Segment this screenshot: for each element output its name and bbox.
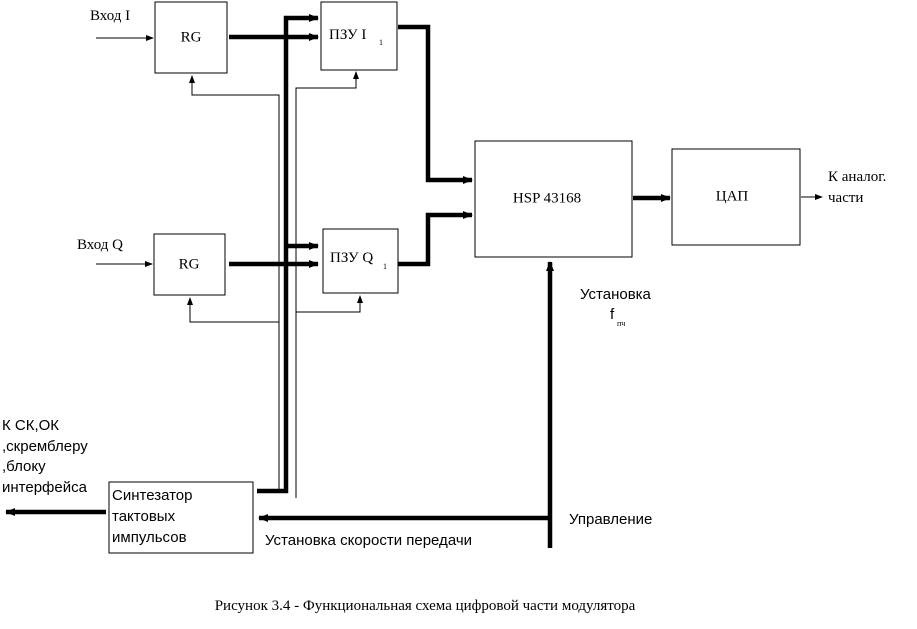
- dac-block: ЦАП: [671, 148, 801, 246]
- synthesizer-block: Синтезатор тактовых импульсов: [108, 481, 254, 554]
- rom-i-block: ПЗУ I 1: [320, 1, 398, 71]
- hsp-block: HSP 43168: [474, 140, 633, 258]
- rg-q-label: RG: [179, 256, 200, 272]
- freq-setting-label: Установка: [580, 286, 652, 303]
- rom-i-sub: 1: [379, 38, 383, 47]
- synth-line-1: Синтезатор: [112, 487, 193, 504]
- hsp-label: HSP 43168: [513, 190, 581, 206]
- control-label: Управление: [569, 511, 652, 528]
- bus-rom-i-to-hsp: [398, 24, 473, 184]
- dac-label: ЦАП: [716, 188, 749, 204]
- rate-setting-label: Установка скорости передачи: [265, 532, 472, 549]
- clock-rg-q: [187, 297, 279, 323]
- freq-symbol: f: [610, 306, 615, 323]
- freq-sub: пч: [617, 319, 625, 328]
- to-sk-line-2: ,скремблеру: [2, 438, 88, 455]
- clock-rg-i: [189, 75, 280, 491]
- to-analog-line-1: К аналог.: [828, 169, 886, 185]
- to-sk-line-1: К СК,ОК: [2, 417, 59, 434]
- rom-q-label: ПЗУ Q: [330, 250, 373, 266]
- figure-caption: Рисунок 3.4 - Функциональная схема цифро…: [215, 598, 636, 614]
- input-i-label: Вход I: [90, 8, 130, 24]
- rg-i-label: RG: [181, 29, 202, 45]
- clock-rom-i: [295, 71, 359, 498]
- clock-trunk: [257, 14, 319, 494]
- synth-line-3: импульсов: [112, 529, 187, 546]
- bus-rom-q-to-hsp: [398, 211, 473, 267]
- rom-q-block: ПЗУ Q 1: [322, 228, 399, 294]
- to-sk-line-4: интерфейса: [2, 479, 88, 496]
- input-q-label: Вход Q: [77, 237, 123, 253]
- rom-q-sub: 1: [383, 262, 387, 271]
- to-analog-line-2: части: [828, 190, 863, 206]
- to-sk-line-3: ,блоку: [2, 458, 46, 475]
- clock-rom-q: [296, 295, 363, 313]
- rg-q-block: RG: [153, 233, 226, 296]
- rom-i-label: ПЗУ I: [329, 27, 366, 43]
- rg-i-block: RG: [154, 1, 228, 74]
- synth-line-2: тактовых: [112, 508, 176, 525]
